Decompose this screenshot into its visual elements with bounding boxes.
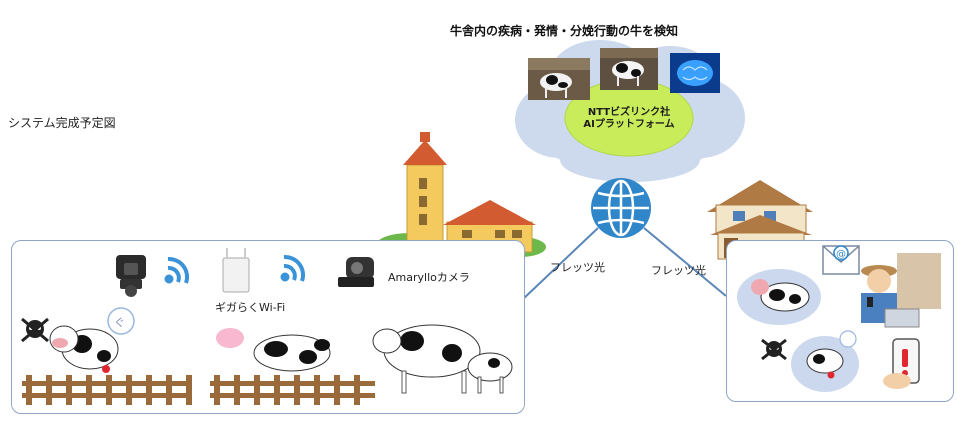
camera-icon-2: [338, 257, 374, 287]
globe-icon: [591, 178, 651, 238]
fence-left: [22, 375, 192, 405]
cow-notification-bubble: [737, 269, 821, 325]
barn-scene: ぐ: [21, 248, 513, 405]
farmer-scene: @: [737, 245, 941, 392]
fence-center: [210, 375, 375, 405]
sick-cow-illustration: [49, 325, 119, 373]
wifi-label: ギガらくWi-Fi: [215, 301, 286, 314]
brain-image: [670, 53, 720, 93]
farmer-illustration: [861, 253, 941, 328]
skull-icon: [21, 317, 49, 343]
left-network-line: [521, 227, 599, 301]
skull-icon-2: [761, 338, 787, 361]
right-network-line: [643, 227, 727, 297]
wifi-router-icon: [222, 248, 250, 293]
cow-photo-1: [528, 58, 590, 100]
system-diagram-label: システム完成予定図: [8, 116, 116, 130]
email-icon: @: [822, 245, 860, 275]
calving-cow-illustration: [372, 324, 513, 394]
sick-cow-bubble: [791, 330, 859, 392]
diagram-title: 牛舎内の疾病・発情・分娩行動の牛を検知: [450, 24, 679, 38]
flets-label-right: フレッツ光: [651, 264, 706, 277]
platform-line-1: NTTビズリンク社: [587, 107, 671, 118]
farmer-panel: @: [726, 240, 954, 402]
farm-building: [376, 132, 546, 257]
estrus-cow-illustration: [216, 328, 331, 372]
svg-text:ぐ: ぐ: [114, 316, 125, 329]
svg-text:@: @: [836, 249, 846, 260]
sick-alert-bubble: ぐ: [107, 307, 135, 335]
cow-photo-2: [600, 48, 658, 90]
camera-label: Amarylloカメラ: [388, 271, 470, 284]
ai-platform-label: NTTビズリンク社 AIプラットフォーム: [573, 107, 685, 131]
wifi-signal-icon: [164, 256, 190, 284]
wifi-signal-icon-2: [280, 254, 306, 282]
camera-icon: [116, 255, 146, 297]
platform-line-2: AIプラットフォーム: [583, 119, 675, 130]
phone-alert-icon: [883, 338, 920, 389]
flets-label-left: フレッツ光: [550, 261, 605, 274]
barn-panel: ぐ: [11, 240, 525, 414]
